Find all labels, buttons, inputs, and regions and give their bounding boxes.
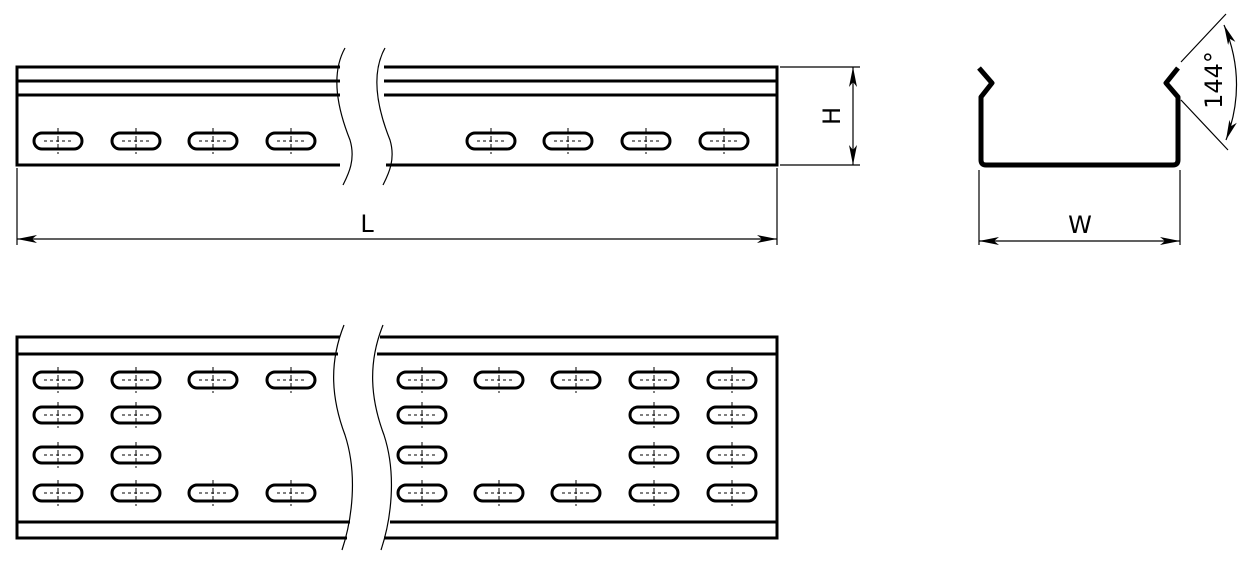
bottom-left-outline [15,335,350,540]
slot-hole [628,442,680,468]
slot-hole [396,480,448,506]
slot-hole [620,128,672,154]
slot-hole [706,367,758,393]
slot-hole [187,128,239,154]
slot-hole [32,367,84,393]
slot-hole [265,480,317,506]
slot-hole [110,128,162,154]
slot-hole [110,442,162,468]
slot-hole [628,367,680,393]
slot-hole [110,367,162,393]
angle-extension-lines [1180,13,1229,151]
slot-hole [706,480,758,506]
bottom-right-outline [377,335,779,540]
slot-hole [396,367,448,393]
slot-hole [473,480,525,506]
slot-hole [265,367,317,393]
slot-hole [32,442,84,468]
slot-hole [628,480,680,506]
slot-hole [706,442,758,468]
slot-hole [465,128,517,154]
bottom-slots [32,367,758,506]
angle-arc [1223,24,1238,141]
slot-hole [396,402,448,428]
slot-hole [698,128,750,154]
width-label: W [1068,211,1092,239]
slot-hole [550,367,602,393]
height-label: H [818,107,846,125]
side-view: L H [15,47,860,245]
slot-hole [542,128,594,154]
slot-hole [473,367,525,393]
slot-hole [32,128,84,154]
extension-lines [16,168,778,245]
length-label: L [360,210,374,238]
break-line [333,324,353,551]
slot-hole [187,480,239,506]
slot-hole [187,367,239,393]
slot-hole [706,402,758,428]
extension-lines [978,170,1181,245]
break-line [376,47,393,186]
slot-hole [32,480,84,506]
slot-hole [550,480,602,506]
profile-view: W 144° [977,13,1238,245]
slot-hole [32,402,84,428]
bottom-view [15,324,779,551]
tray-profile [977,66,1181,168]
slot-hole [110,402,162,428]
angle-label: 144° [1200,51,1228,109]
extension-lines [780,66,860,166]
break-line [372,324,392,551]
side-left-outline [15,65,340,167]
slot-hole [628,402,680,428]
side-right-outline [384,65,779,167]
break-line [336,47,353,186]
slot-hole [110,480,162,506]
slot-hole [396,442,448,468]
slot-hole [265,128,317,154]
side-slots [32,128,750,154]
